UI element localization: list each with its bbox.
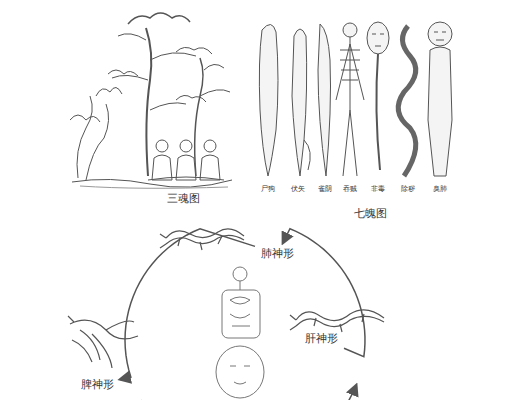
liver-spirit-dragon	[290, 310, 384, 332]
spirit-name: 尸狗	[260, 185, 276, 193]
spirit-name: 吞贼	[342, 185, 358, 193]
figure-label: 肺神形	[258, 246, 297, 261]
figure-label: 肝神形	[302, 331, 341, 346]
picture-caption: 三魂图	[166, 192, 201, 204]
seven-spirits-picture	[259, 22, 452, 176]
figure-label: 脾神形	[78, 377, 117, 392]
spirit-name: 伏矢	[290, 185, 306, 193]
picture-caption: 七魄图	[353, 207, 388, 219]
spirit-name: 臭肺	[432, 185, 448, 193]
spirit-name: 除秽	[400, 185, 416, 193]
talisman-figure	[216, 267, 264, 398]
cycle-arrow	[141, 385, 356, 400]
cycle-arrow	[120, 229, 255, 380]
figure-name: 肝神形	[305, 332, 338, 345]
spirit-name: 雀阴	[317, 185, 333, 193]
figure-name: 肺神形	[261, 247, 294, 260]
figure-name: 脾神形	[81, 378, 114, 391]
spirit-name: 非毒	[370, 185, 386, 193]
three-souls-picture	[70, 13, 232, 188]
